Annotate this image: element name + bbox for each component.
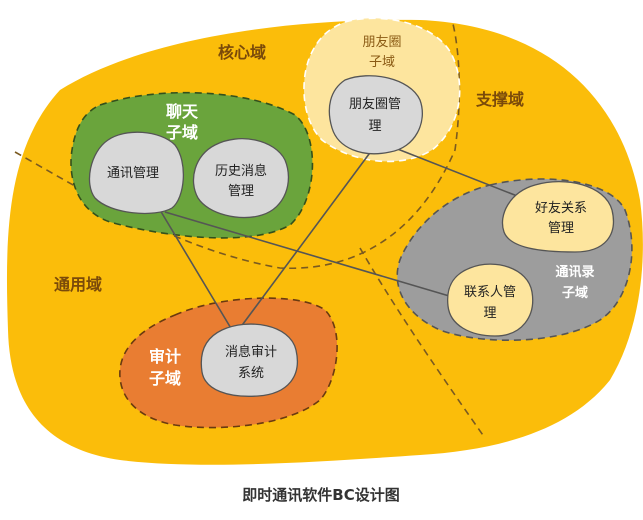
relation-comm-to-contact [164,211,457,299]
moments-mgmt-label-line2: 理 [368,119,381,134]
contact-mgmt-label-line1: 联系人管 [464,285,516,300]
contact-mgmt-label-line2: 理 [483,306,496,321]
audit-subdomain-label-line2: 子域 [149,369,181,388]
history-mgmt-node[interactable] [192,138,290,219]
history-mgmt-label-line2: 管理 [228,184,254,199]
comm-mgmt-label: 通讯管理 [107,166,159,181]
chat-subdomain-label-line2: 子域 [166,123,198,142]
relation-moments-to-audit [239,149,373,329]
chat-subdomain-label-line1: 聊天 [166,102,199,121]
support-domain-label: 支撑域 [475,90,524,109]
contacts-subdomain-label-line1: 通讯录 [555,264,594,280]
friend-mgmt-node[interactable] [501,181,614,253]
contacts-subdomain-label-line2: 子域 [562,285,588,301]
history-mgmt-label-line1: 历史消息 [215,163,267,179]
generic-domain-label: 通用域 [54,275,102,294]
relation-comm-to-audit [159,209,239,341]
friend-mgmt-label-line2: 管理 [548,221,574,236]
moments-subdomain-label-line1: 朋友圈 [362,34,401,50]
audit-subdomain-label-line1: 审计 [149,347,181,366]
audit-sys-label-line2: 系统 [238,366,264,381]
support-domain-boundary [359,247,486,439]
comm-mgmt-node[interactable] [88,131,185,215]
moments-mgmt-node[interactable] [328,75,423,155]
contact-mgmt-node[interactable] [446,263,534,337]
moments-mgmt-label-line1: 朋友圈管 [349,96,401,112]
friend-mgmt-label-line1: 好友关系 [535,200,587,216]
core-domain-label: 核心域 [218,43,266,62]
context-relation-lines [159,147,541,341]
audit-sys-node[interactable] [200,323,298,397]
moments-subdomain-label-line2: 子域 [369,55,395,70]
audit-sys-label-line1: 消息审计 [225,344,277,360]
diagram-caption: 即时通讯软件BC设计图 [242,486,399,504]
